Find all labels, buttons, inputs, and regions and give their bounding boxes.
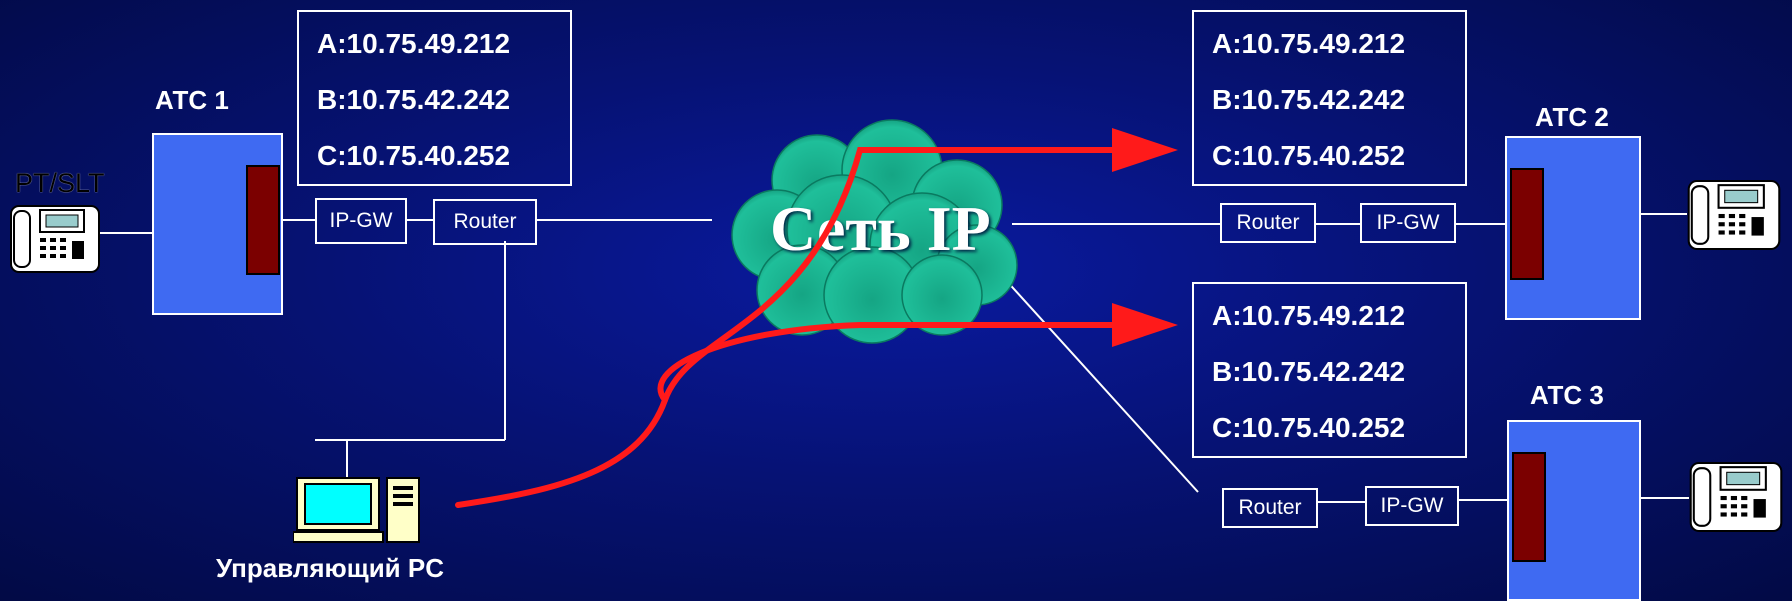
ip-b: B:10.75.42.242 bbox=[1212, 356, 1406, 387]
ip-c: C:10.75.40.252 bbox=[317, 140, 511, 171]
ip-box-atc2: A:10.75.49.212 B:10.75.42.242 C:10.75.40… bbox=[1192, 10, 1467, 186]
atc3-label: АТС 3 bbox=[1530, 380, 1604, 410]
ip-c: C:10.75.40.252 bbox=[1212, 412, 1406, 443]
ip-a: A:10.75.49.212 bbox=[317, 28, 511, 59]
router-3: Router bbox=[1222, 488, 1318, 528]
ip-c: C:10.75.40.252 bbox=[1212, 140, 1406, 171]
atc1-card bbox=[246, 165, 280, 275]
phone-icon bbox=[1687, 180, 1781, 250]
arrow-path-bottom bbox=[657, 322, 1118, 403]
ip-box-atc1: A:10.75.49.212 B:10.75.42.242 C:10.75.40… bbox=[297, 10, 572, 186]
ip-network-label: Сеть IP bbox=[770, 193, 991, 264]
ip-a: A:10.75.49.212 bbox=[1212, 28, 1406, 59]
atc2-label: АТС 2 bbox=[1535, 102, 1609, 132]
ip-gw-1: IP-GW bbox=[315, 198, 407, 244]
arrowhead-top bbox=[1112, 128, 1178, 172]
phone-icon bbox=[10, 205, 100, 273]
arrowhead-bottom bbox=[1112, 303, 1178, 347]
ip-gw-2: IP-GW bbox=[1360, 203, 1456, 243]
atc3-card bbox=[1512, 452, 1546, 562]
router-2: Router bbox=[1220, 203, 1316, 243]
arrow-path-top bbox=[455, 147, 1118, 508]
phone-label: PT/SLT bbox=[15, 168, 105, 198]
ip-b: B:10.75.42.242 bbox=[1212, 84, 1406, 115]
atc1-label: АТС 1 bbox=[155, 85, 229, 115]
control-pc-label: Управляющий PC bbox=[216, 553, 445, 583]
computer-icon bbox=[293, 477, 420, 543]
ip-cloud-icon bbox=[731, 119, 1018, 344]
cloud-router3-line bbox=[993, 266, 1199, 493]
atc1-box bbox=[152, 133, 283, 315]
phone-icon bbox=[1689, 462, 1783, 532]
router-1: Router bbox=[433, 199, 537, 245]
atc2-box bbox=[1505, 136, 1641, 320]
atc3-box bbox=[1507, 420, 1641, 601]
ip-b: B:10.75.42.242 bbox=[317, 84, 511, 115]
ip-box-atc3: A:10.75.49.212 B:10.75.42.242 C:10.75.40… bbox=[1192, 282, 1467, 458]
ip-a: A:10.75.49.212 bbox=[1212, 300, 1406, 331]
ip-gw-3: IP-GW bbox=[1365, 486, 1459, 526]
atc2-card bbox=[1510, 168, 1544, 280]
